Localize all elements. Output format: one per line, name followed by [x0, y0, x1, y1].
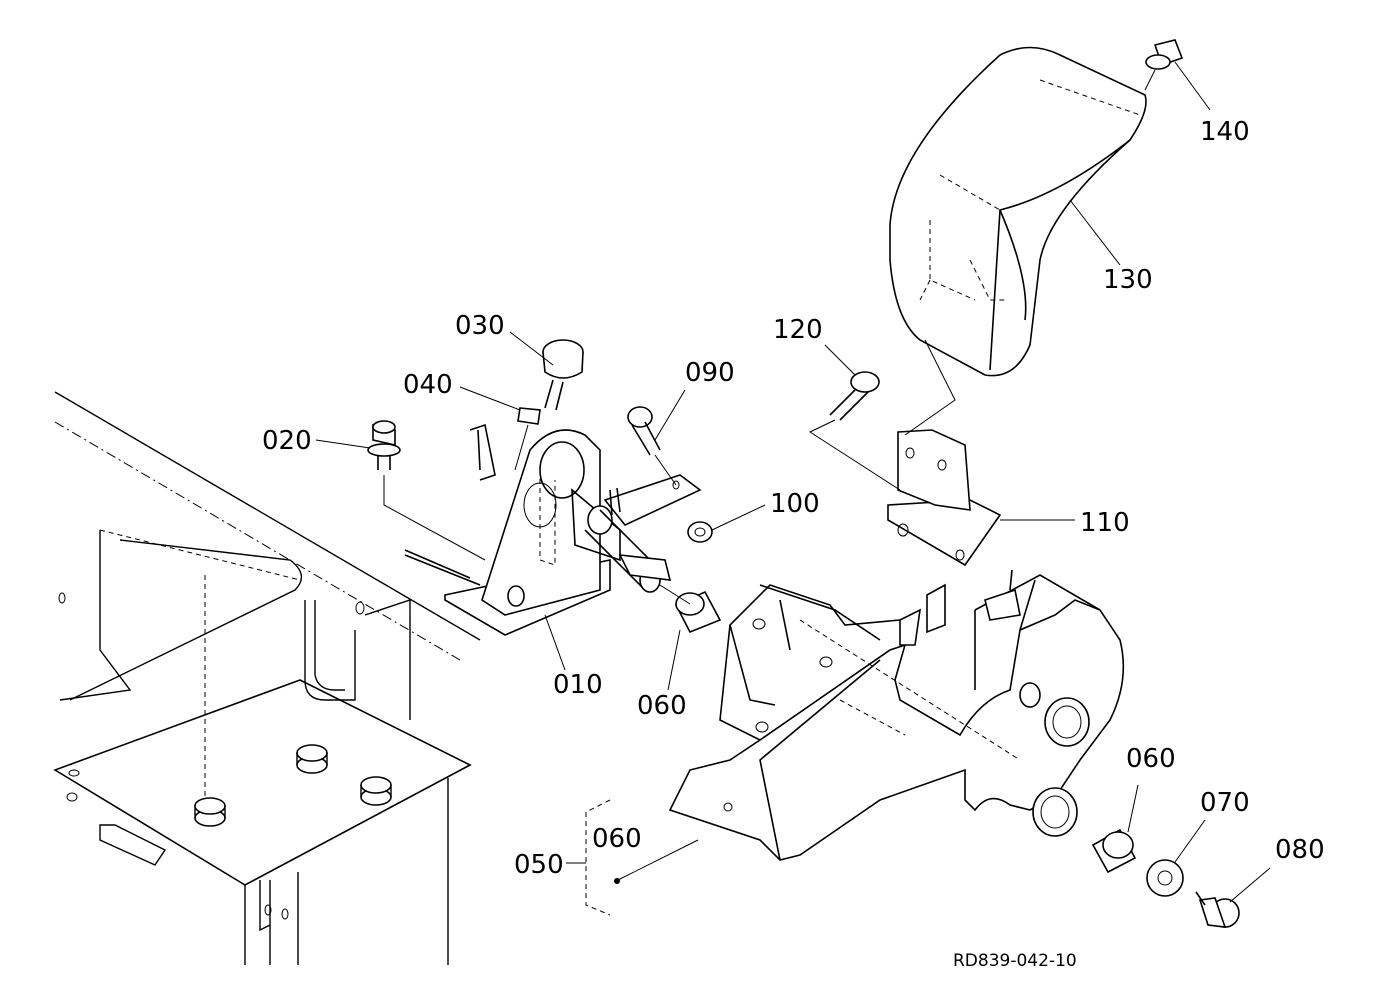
label-020: 020	[262, 426, 312, 456]
label-060-upper: 060	[637, 691, 687, 721]
frame-chassis	[53, 391, 481, 965]
part-120-bolt	[808, 371, 901, 491]
part-060-collar-lower	[1091, 828, 1137, 874]
label-140: 140	[1200, 117, 1250, 147]
part-070-washer	[1146, 859, 1184, 897]
label-010: 010	[553, 670, 603, 700]
label-110: 110	[1080, 508, 1130, 538]
weld-nut	[360, 776, 392, 806]
part-130-armrest	[889, 46, 1147, 436]
label-060-assy: 060	[592, 824, 642, 854]
label-090: 090	[685, 358, 735, 388]
weld-nut	[194, 797, 226, 827]
leader-dot	[614, 878, 620, 884]
label-040: 040	[403, 370, 453, 400]
label-100: 100	[770, 489, 820, 519]
drawing-code: RD839-042-10	[953, 951, 1077, 971]
label-070: 070	[1200, 788, 1250, 818]
part-020-bolt	[367, 420, 486, 561]
weld-nut	[296, 744, 328, 774]
part-labels: 010 020 030 040 050 060 060 060 070 080 …	[262, 117, 1325, 880]
part-110-bracket	[887, 429, 1002, 567]
part-080-bolt	[1195, 891, 1240, 928]
label-080: 080	[1275, 835, 1325, 865]
label-120: 120	[773, 315, 823, 345]
part-010-bracket	[404, 423, 702, 636]
part-050-lever-bracket	[668, 569, 1125, 861]
leader-lines	[315, 61, 1271, 916]
label-030: 030	[455, 311, 505, 341]
label-130: 130	[1103, 265, 1153, 295]
part-140-bolt	[1144, 39, 1184, 91]
part-100-nut	[687, 521, 713, 543]
part-090-pin	[627, 406, 677, 486]
label-050: 050	[514, 850, 564, 880]
part-060-collar-upper	[659, 584, 722, 634]
part-030-knob-bolt	[542, 339, 584, 411]
part-040-washer	[517, 407, 541, 425]
label-060-lower: 060	[1126, 744, 1176, 774]
